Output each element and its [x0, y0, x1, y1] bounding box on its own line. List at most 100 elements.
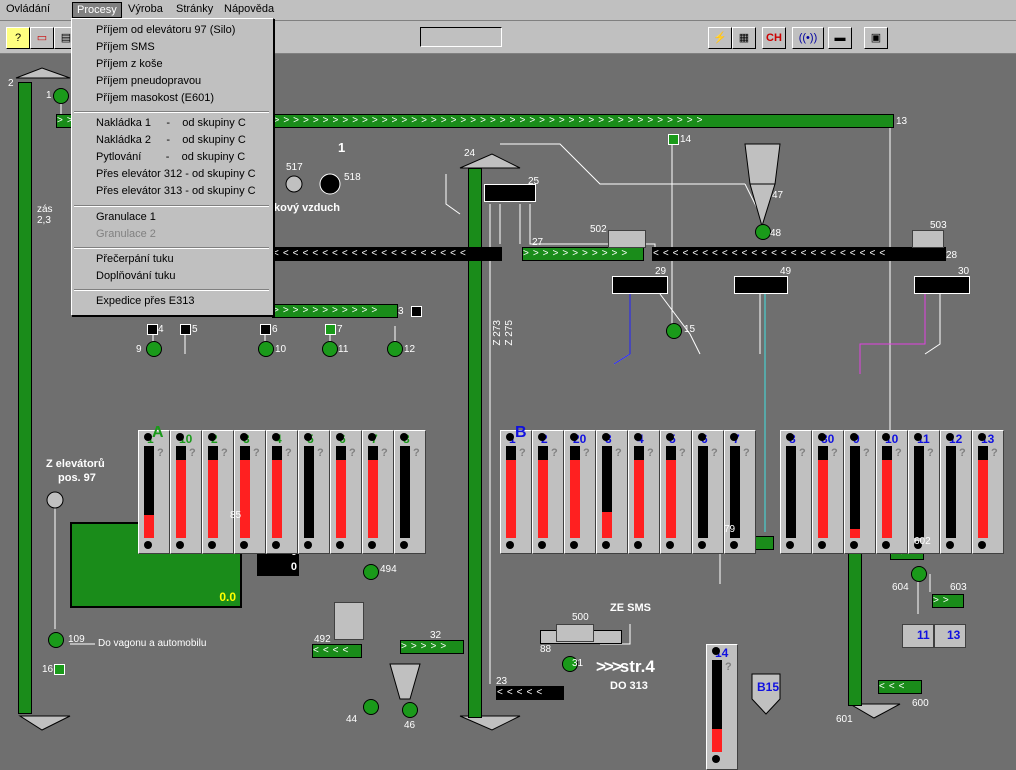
silo-10[interactable]: 10? — [170, 430, 202, 554]
valve-31[interactable] — [562, 656, 578, 672]
valve-11[interactable] — [322, 341, 338, 357]
valve-15[interactable] — [666, 323, 682, 339]
silo-2[interactable]: 2? — [532, 430, 564, 554]
conveyor-3[interactable]: >>>>>>>>>>> — [272, 304, 398, 318]
monitor-button[interactable]: ▣ — [864, 27, 888, 49]
elevator-24[interactable] — [468, 168, 482, 718]
feeder-503[interactable] — [912, 230, 944, 248]
unknown-status-icon: ? — [991, 447, 998, 459]
silo-80[interactable]: 80? — [812, 430, 844, 554]
elevator-601[interactable] — [848, 530, 862, 706]
dd-prijem-sms[interactable]: Příjem SMS — [96, 41, 155, 53]
ch-button[interactable]: CH — [762, 27, 786, 49]
power-button[interactable]: ⚡ — [708, 27, 732, 49]
dd-expedice-e313[interactable]: Expedice přes E313 — [96, 295, 195, 307]
silo-13[interactable]: 13? — [972, 430, 1004, 554]
bin-11[interactable]: 11 — [902, 624, 934, 648]
conveyor-492[interactable]: <<<< — [312, 644, 362, 658]
dd-precerpani-tuku[interactable]: Přečerpání tuku — [96, 253, 174, 265]
conveyor-603[interactable]: >> — [932, 594, 964, 608]
silo-5[interactable]: 5? — [298, 430, 330, 554]
valve-12[interactable] — [387, 341, 403, 357]
silo-12[interactable]: 12? — [940, 430, 972, 554]
help-button[interactable]: ? — [6, 27, 30, 49]
menu-napoveda[interactable]: Nápověda — [224, 3, 275, 15]
menu-procesy[interactable]: Procesy — [72, 2, 122, 18]
bin-13[interactable]: 13 — [934, 624, 966, 648]
dd-granulace-1[interactable]: Granulace 1 — [96, 211, 156, 223]
dd-doplnovani-tuku[interactable]: Doplňování tuku — [96, 270, 176, 282]
silo-3[interactable]: 3? — [234, 430, 266, 554]
signal-button[interactable]: ((•)) — [792, 27, 824, 49]
conveyor-black-left[interactable]: <<<<<<<<<<<<<<<<<<<< — [272, 247, 502, 261]
level-tube — [272, 446, 282, 538]
silo-1[interactable]: 1? — [500, 430, 532, 554]
dd-elevator-313[interactable]: Přes elevátor 313 - od skupiny C — [96, 185, 256, 197]
valve-46[interactable] — [402, 702, 418, 718]
grid-button[interactable]: ▦ — [732, 27, 756, 49]
terminal-button[interactable]: ▬ — [828, 27, 852, 49]
dd-prijem-pneu[interactable]: Příjem pneudopravou — [96, 75, 202, 87]
conveyor-600[interactable]: <<< — [878, 680, 922, 694]
dd-prijem-masokost[interactable]: Příjem masokost (E601) — [96, 92, 214, 104]
silo-10[interactable]: 10? — [876, 430, 908, 554]
menu-ovladani[interactable]: Ovládání — [6, 3, 51, 15]
conveyor-27[interactable]: >>>>>>>>>>> — [522, 247, 644, 261]
silo-6[interactable]: 6? — [692, 430, 724, 554]
level-fill — [666, 460, 676, 538]
feeder-500[interactable] — [556, 624, 594, 642]
b15-label[interactable]: B15 — [756, 680, 779, 694]
dd-prijem-elevator[interactable]: Příjem od elevátoru 97 (Silo) — [96, 24, 236, 36]
silo-2[interactable]: 2? — [202, 430, 234, 554]
silo-7[interactable]: 7? — [724, 430, 756, 554]
valve-1[interactable] — [53, 88, 69, 104]
group-a-label: A — [152, 424, 164, 441]
elevator-2[interactable] — [18, 82, 32, 714]
mixer-492[interactable] — [334, 602, 364, 640]
silo-5[interactable]: 5? — [660, 430, 692, 554]
valve-48[interactable] — [755, 224, 771, 240]
conveyor-32[interactable]: >>>>> — [400, 640, 464, 654]
distributor-30[interactable] — [914, 276, 970, 294]
distributor-49[interactable] — [734, 276, 788, 294]
valve-494[interactable] — [363, 564, 379, 580]
conveyor-23[interactable]: <<<<< — [496, 686, 564, 700]
dd-nakladka-1[interactable]: Nakládka 1 - od skupiny C — [96, 117, 246, 129]
silo-8[interactable]: 8? — [394, 430, 426, 554]
feeder-502[interactable] — [608, 230, 646, 248]
distributor-29[interactable] — [612, 276, 668, 294]
window-button[interactable]: ▭ — [30, 27, 54, 49]
silo-1[interactable]: 1? — [138, 430, 170, 554]
tag-16: 16 — [42, 664, 54, 675]
top-indicator — [176, 433, 184, 441]
silo-14[interactable]: 14? — [706, 644, 738, 770]
unknown-status-icon: ? — [317, 447, 324, 459]
silo-8[interactable]: 8? — [780, 430, 812, 554]
dd-pytlovani[interactable]: Pytlování - od skupiny C — [96, 151, 246, 163]
dd-elevator-312[interactable]: Přes elevátor 312 - od skupiny C — [96, 168, 256, 180]
silo-11[interactable]: 11? — [908, 430, 940, 554]
str4-link[interactable]: >>>str.4 — [596, 657, 655, 676]
level-fill — [506, 460, 516, 538]
menu-vyroba[interactable]: Výroba — [128, 3, 163, 15]
level-fill — [634, 460, 644, 538]
valve-604[interactable] — [911, 566, 927, 582]
distributor-25[interactable] — [484, 184, 536, 202]
conveyor-28[interactable]: <<<<<<<<<<<<<<<<<<<<<<<< — [652, 247, 946, 261]
level-fill — [712, 729, 722, 752]
tag-28: 28 — [946, 250, 958, 261]
valve-109[interactable] — [48, 632, 64, 648]
valve-44[interactable] — [363, 699, 379, 715]
silo-4[interactable]: 4? — [266, 430, 298, 554]
silo-3[interactable]: 3? — [596, 430, 628, 554]
silo-20[interactable]: 20? — [564, 430, 596, 554]
valve-10[interactable] — [258, 341, 274, 357]
valve-9[interactable] — [146, 341, 162, 357]
silo-6[interactable]: 6? — [330, 430, 362, 554]
dd-nakladka-2[interactable]: Nakládka 2 - od skupiny C — [96, 134, 246, 146]
dd-prijem-kose[interactable]: Příjem z koše — [96, 58, 163, 70]
menu-stranky[interactable]: Stránky — [176, 3, 214, 15]
silo-7[interactable]: 7? — [362, 430, 394, 554]
silo-4[interactable]: 4? — [628, 430, 660, 554]
silo-9[interactable]: 9? — [844, 430, 876, 554]
